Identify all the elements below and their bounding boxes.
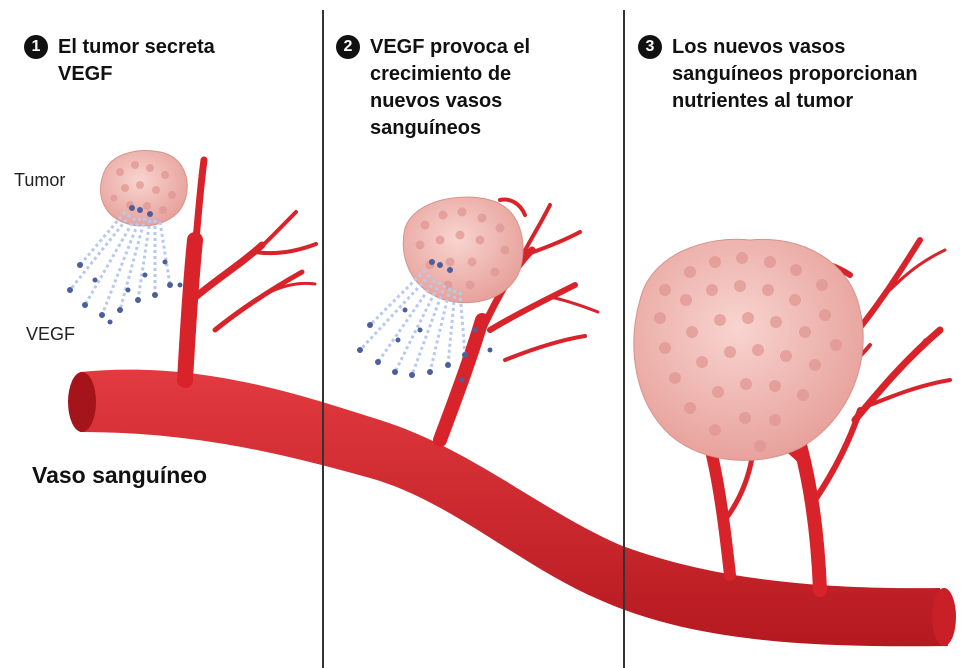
tumor-small xyxy=(101,151,188,226)
step-1-text: El tumor secreta VEGF xyxy=(58,34,215,88)
step-3-number: 3 xyxy=(638,35,662,59)
vessel-end xyxy=(932,588,956,646)
blood-vessel-label: Vaso sanguíneo xyxy=(32,462,207,489)
panel-divider-2 xyxy=(623,10,625,668)
tumor-label: Tumor xyxy=(14,170,65,191)
step-1-number: 1 xyxy=(24,35,48,59)
step-3-text: Los nuevos vasos sanguíneos proporcionan… xyxy=(672,34,918,115)
tumor-medium xyxy=(403,197,523,303)
step-2-text: VEGF provoca el crecimiento de nuevos va… xyxy=(370,34,530,142)
step-3-caption: 3 Los nuevos vasos sanguíneos proporcion… xyxy=(638,34,918,115)
step-2-number: 2 xyxy=(336,35,360,59)
step-1-caption: 1 El tumor secreta VEGF xyxy=(24,34,215,88)
vegf-label: VEGF xyxy=(26,324,75,345)
branch-vessels-panel-1 xyxy=(185,160,316,380)
panel-divider-1 xyxy=(322,10,324,668)
tumor-large xyxy=(634,239,863,460)
vessel-opening xyxy=(68,372,96,432)
step-2-caption: 2 VEGF provoca el crecimiento de nuevos … xyxy=(336,34,530,142)
